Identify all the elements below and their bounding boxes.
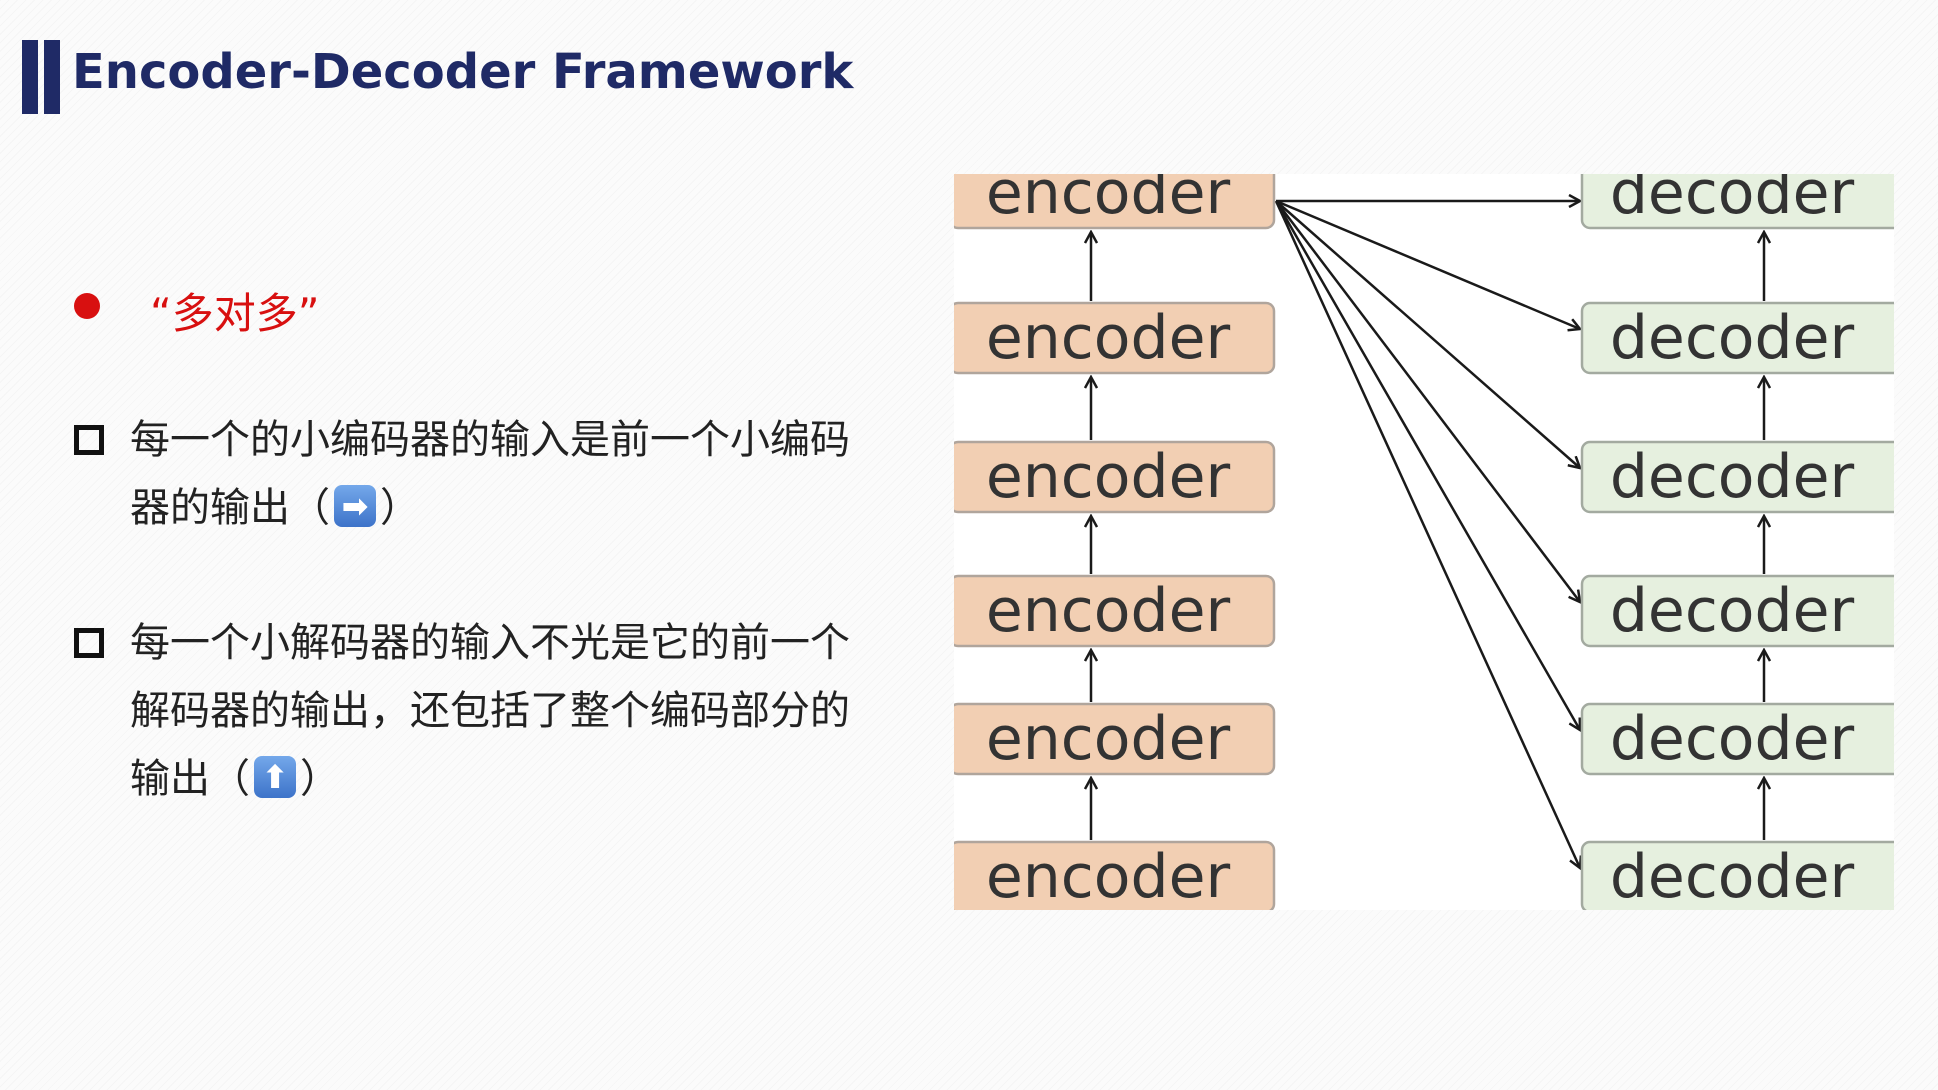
- red-bullet-icon: [74, 293, 100, 319]
- decoder-box-5-rect: [1580, 702, 1894, 776]
- decoder-box-3: decoder: [1580, 440, 1894, 514]
- bullet-2-line-3-close: ）: [300, 756, 340, 802]
- encoder-box-6: encoder: [954, 840, 1276, 910]
- decoder-box-5: decoder: [1580, 702, 1894, 776]
- up-arrow-emoji-icon: ⬆: [254, 756, 296, 798]
- encoder-box-3-label: encoder: [986, 442, 1231, 512]
- decoder-box-3-rect: [1580, 440, 1894, 514]
- right-arrow-emoji-icon: ➡: [334, 485, 376, 527]
- slide-title: Encoder-Decoder Framework: [72, 44, 854, 100]
- title-accent-bar: [22, 40, 60, 114]
- encoder-box-4-rect: [954, 574, 1276, 648]
- decoder-box-5-label: decoder: [1610, 704, 1855, 774]
- square-bullet-icon: [74, 425, 104, 455]
- bullet-paragraph-1: 每一个的小编码器的输入是前一个小编码 器的输出（➡）: [130, 406, 850, 542]
- bullet-1-line-2: 器的输出（➡）: [130, 474, 850, 542]
- bullet-1-line-2-close: ）: [380, 485, 420, 531]
- decoder-box-1-rect: [1580, 174, 1894, 230]
- context-arrow-6: [1274, 200, 1580, 868]
- context-arrow-4: [1275, 200, 1580, 602]
- bullet-2-line-1: 每一个小解码器的输入不光是它的前一个: [130, 620, 850, 666]
- bullet-2-line-3: 输出（⬆）: [130, 745, 850, 813]
- encoder-box-6-label: encoder: [986, 842, 1231, 910]
- section-heading: “多对多”: [150, 289, 320, 338]
- encoder-box-4: encoder: [954, 574, 1276, 648]
- encoder-box-3-rect: [954, 440, 1276, 514]
- decoder-box-6-rect: [1580, 840, 1894, 910]
- encoder-box-3: encoder: [954, 440, 1276, 514]
- encoder-box-2-label: encoder: [986, 303, 1231, 373]
- decoder-box-1-label: decoder: [1610, 174, 1855, 228]
- decoder-box-4-rect: [1580, 574, 1894, 648]
- square-bullet-icon: [74, 628, 104, 658]
- decoder-box-1: decoder: [1580, 174, 1894, 230]
- context-arrow-2: [1275, 199, 1580, 329]
- boxes-layer: encoder encoder encoder encoder encoder encod…: [954, 174, 1894, 910]
- encoder-box-1: encoder: [954, 174, 1276, 230]
- decoder-box-3-label: decoder: [1610, 442, 1855, 512]
- decoder-box-4-label: decoder: [1610, 576, 1855, 646]
- decoder-box-6: decoder: [1580, 840, 1894, 910]
- bullet-1-line-1: 每一个的小编码器的输入是前一个小编码: [130, 417, 850, 463]
- bullet-1-line-2-text: 器的输出（: [130, 485, 330, 531]
- encoder-box-2-rect: [954, 301, 1276, 375]
- decoder-box-2-label: decoder: [1610, 303, 1855, 373]
- decoder-box-2: decoder: [1580, 301, 1894, 375]
- encoder-box-6-rect: [954, 840, 1276, 910]
- arrows-layer: [1091, 201, 1764, 868]
- encoder-box-1-label: encoder: [986, 174, 1231, 228]
- encoder-decoder-diagram: encoder encoder encoder encoder encoder encod…: [954, 174, 1894, 910]
- encoder-box-5: encoder: [954, 702, 1276, 776]
- decoder-box-4: decoder: [1580, 574, 1894, 648]
- diagram-svg: encoder encoder encoder encoder encoder encod…: [954, 174, 1894, 910]
- decoder-box-2-rect: [1580, 301, 1894, 375]
- bullet-paragraph-2: 每一个小解码器的输入不光是它的前一个 解码器的输出，还包括了整个编码部分的 输出…: [130, 609, 850, 813]
- encoder-box-2: encoder: [954, 301, 1276, 375]
- bullet-2-line-2: 解码器的输出，还包括了整个编码部分的: [130, 688, 850, 734]
- context-arrow-3: [1275, 200, 1580, 468]
- bullet-2-line-3-text: 输出（: [130, 756, 250, 802]
- context-arrow-5: [1274, 200, 1580, 730]
- encoder-box-5-rect: [954, 702, 1276, 776]
- encoder-box-1-rect: [954, 174, 1276, 230]
- decoder-box-6-label: decoder: [1610, 842, 1855, 910]
- encoder-box-5-label: encoder: [986, 704, 1231, 774]
- encoder-box-4-label: encoder: [986, 576, 1231, 646]
